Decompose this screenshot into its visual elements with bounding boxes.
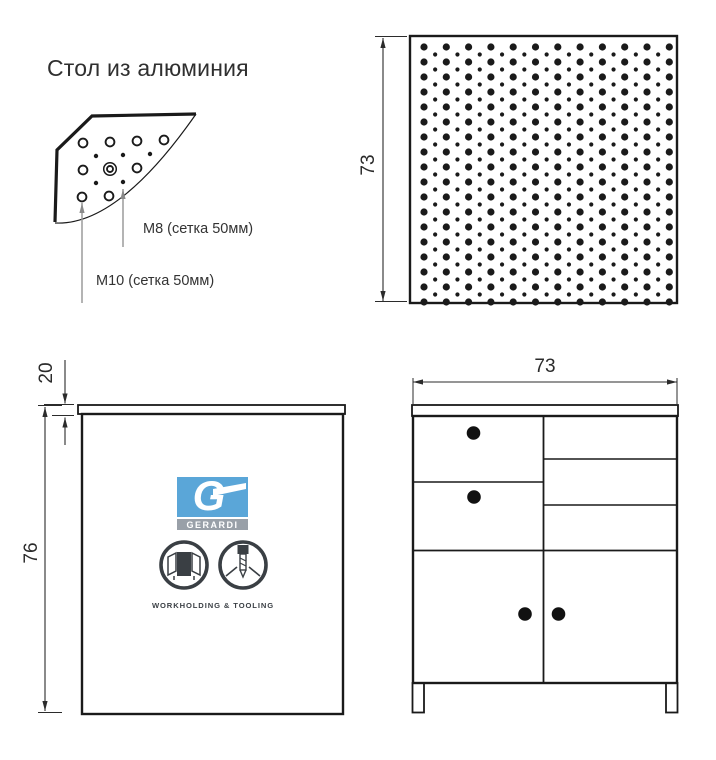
- cabinet-body: [411, 414, 679, 685]
- logo-brand-bar: [177, 519, 248, 530]
- height-dimension-76: 76: [21, 405, 62, 713]
- hole-pattern: [420, 43, 673, 306]
- cabinet-leg: [665, 682, 679, 714]
- perforated-plate-top-view: 73: [358, 34, 679, 306]
- drawer-knob: [466, 426, 481, 440]
- height-dim-label: 76: [21, 542, 42, 563]
- corner-detail-drawing: M8 (сетка 50мм) M10 (сетка 50мм): [53, 112, 253, 303]
- plate-dim-label: 73: [358, 154, 379, 175]
- drawer-knob: [467, 490, 481, 504]
- corner-outline: [53, 112, 197, 223]
- plate-height-dimension: 73: [358, 36, 407, 302]
- m10-label: M10 (сетка 50мм): [96, 273, 214, 289]
- width-dim-label: 73: [534, 356, 555, 377]
- door-knob: [551, 607, 566, 621]
- width-dimension-73: 73: [412, 356, 678, 404]
- door-knob: [518, 607, 532, 621]
- cabinet-side-view: 76 20 G GERARDI WORKH: [21, 360, 346, 716]
- cabinet-leg: [411, 682, 425, 714]
- logo-tagline: WORKHOLDING & TOOLING: [152, 601, 274, 610]
- tabletop-edge-front: [411, 404, 679, 417]
- logo-brand-text: GERARDI: [186, 520, 238, 530]
- drill-icon: [218, 540, 268, 590]
- logo-g-swoosh: [213, 483, 246, 496]
- tabletop-edge-side: [77, 404, 346, 415]
- page-title: Стол из алюминия: [47, 55, 249, 81]
- logo-g-letter: G: [193, 472, 226, 519]
- m8-label: M8 (сетка 50мм): [143, 221, 253, 237]
- gerardi-logo: G GERARDI WORKHOLDING & TOOLING: [152, 472, 274, 610]
- logo-g-panel: [177, 477, 248, 517]
- plate-outline: [408, 34, 679, 305]
- m10-holes: [76, 134, 170, 203]
- cabinet-front-view: 73: [411, 356, 679, 714]
- m8-holes: [93, 151, 153, 186]
- thickness-dim-label: 20: [36, 362, 57, 383]
- vise-icon: [159, 540, 209, 590]
- thickness-dimension-20: 20: [36, 360, 74, 445]
- side-panel: [80, 412, 345, 716]
